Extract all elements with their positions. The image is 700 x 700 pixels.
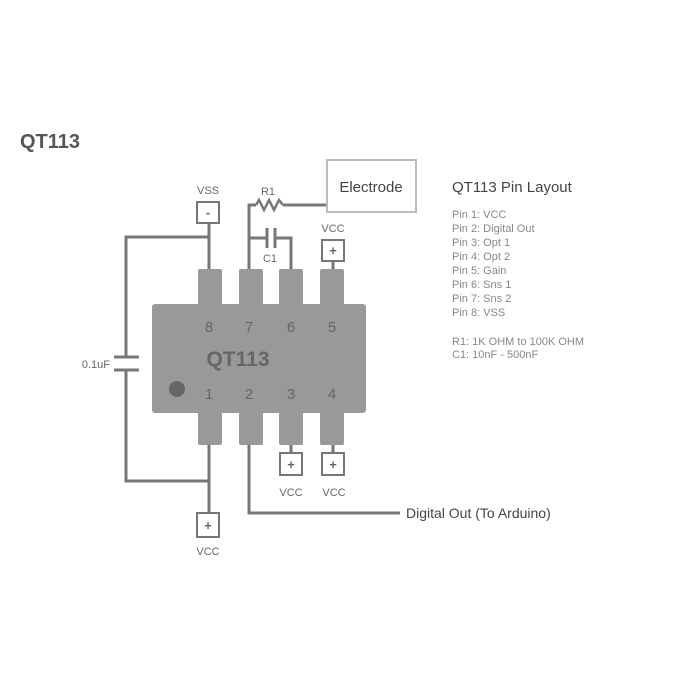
pin-layout-item: Pin 5: Gain	[452, 265, 506, 277]
wires	[124, 203, 400, 515]
resistor-r1-icon	[254, 197, 284, 213]
pin-number: 5	[328, 319, 336, 336]
pin-number: 6	[287, 319, 295, 336]
digital-out-label: Digital Out (To Arduino)	[406, 505, 551, 521]
vcc-label: VCC	[196, 546, 219, 558]
pin-number: 2	[245, 386, 253, 403]
plus-icon: +	[287, 457, 295, 472]
minus-icon: -	[206, 205, 210, 220]
wire-pin7-r1	[247, 203, 256, 269]
pin-layout-item: Pin 4: Opt 2	[452, 251, 510, 263]
pin-layout-heading: QT113 Pin Layout	[452, 179, 573, 196]
capacitor-decoupling-icon	[114, 355, 139, 372]
wire-c1-right	[276, 236, 293, 269]
pin-number: 1	[205, 386, 213, 403]
capacitor-c1-icon	[265, 228, 277, 248]
plus-icon: +	[329, 457, 337, 472]
pin-layout-item: Pin 2: Digital Out	[452, 223, 535, 235]
pin-layout-item: Pin 1: VCC	[452, 209, 506, 221]
vcc-label: VCC	[279, 487, 302, 499]
plus-icon: +	[329, 243, 337, 258]
c1-label: C1	[263, 253, 277, 265]
vcc-label: VCC	[321, 223, 344, 235]
wire-digital-out	[247, 445, 400, 515]
component-note: R1: 1K OHM to 100K OHM	[452, 336, 584, 348]
vcc-terminal-pin1	[196, 512, 220, 538]
vss-terminal	[196, 201, 220, 224]
vcc-label: VCC	[322, 487, 345, 499]
pin-number: 7	[245, 319, 253, 336]
vss-label: VSS	[197, 185, 219, 197]
pin-layout-item: Pin 6: Sns 1	[452, 279, 511, 291]
electrode-box	[326, 159, 417, 213]
pin-layout-item: Pin 3: Opt 1	[452, 237, 510, 249]
component-note: C1: 10nF - 500nF	[452, 349, 538, 361]
pin-layout-item: Pin 8: VSS	[452, 307, 505, 319]
pin-number: 8	[205, 319, 213, 336]
pin1-indicator-dot	[169, 381, 185, 397]
plus-icon: +	[204, 518, 212, 533]
r1-label: R1	[261, 186, 275, 198]
pin-layout-item: Pin 7: Sns 2	[452, 293, 511, 305]
pin-number: 3	[287, 386, 295, 403]
vcc-terminal-pin5	[321, 239, 345, 262]
electrode-label: Electrode	[339, 179, 402, 196]
pin-number: 4	[328, 386, 336, 403]
wire-decoupling-bottom	[124, 370, 209, 483]
chip-label: QT113	[206, 348, 269, 371]
chip-package	[152, 269, 366, 445]
cap-label: 0.1uF	[82, 359, 110, 371]
vcc-terminal-pin4	[321, 452, 345, 476]
page-title: QT113	[20, 131, 80, 153]
wire-decoupling-top	[124, 235, 209, 357]
vcc-terminal-pin3	[279, 452, 303, 476]
